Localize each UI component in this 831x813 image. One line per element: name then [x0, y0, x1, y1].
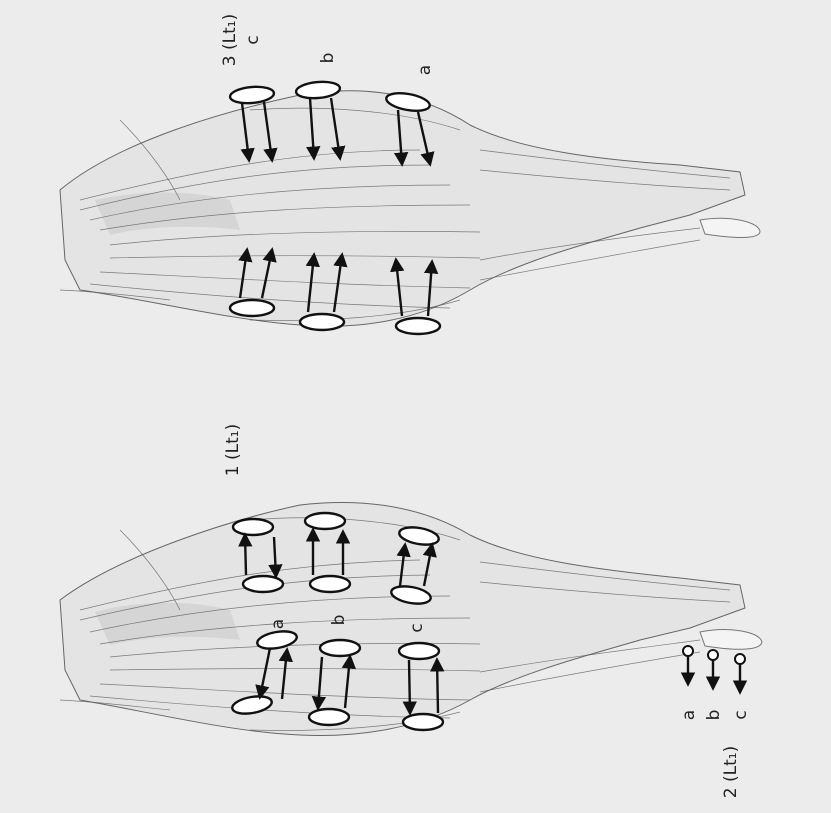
label-probe-a: a: [679, 710, 699, 720]
label-region-1: 1 (Lt₁): [223, 424, 243, 476]
label-probe-c: c: [731, 710, 751, 719]
label-region-3: 3 (Lt₁): [220, 14, 240, 66]
label-2-a: a: [268, 619, 288, 629]
label-region-2: 2 (Lt₁): [721, 746, 741, 798]
probe-b: [708, 650, 718, 688]
label-3-c: c: [243, 35, 263, 44]
label-2-c: c: [407, 623, 427, 632]
probe-a: [683, 646, 693, 684]
top-figure: [60, 80, 760, 334]
label-3-a: a: [415, 65, 435, 75]
bottom-figure: [60, 503, 762, 736]
label-3-b: b: [318, 53, 338, 64]
probe-c: [735, 654, 745, 692]
label-2-b: b: [329, 615, 349, 626]
label-probe-b: b: [704, 710, 724, 721]
top-tail: [700, 218, 760, 237]
bottom-tail: [700, 630, 762, 650]
